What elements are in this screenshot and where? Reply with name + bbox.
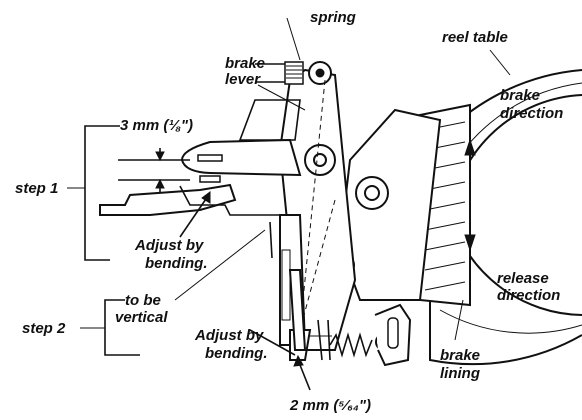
spring-leader [286,17,301,61]
label-brake-lever-1: brake [225,55,265,72]
step1-bracket-line [84,125,120,261]
adjust1-leader [179,195,209,238]
lever-finger [180,99,302,177]
reel-table-leader [489,49,511,76]
label-brake-lining-2: lining [440,365,480,382]
adjust2-leader [249,329,296,356]
label-adjust2-1: Adjust by [194,327,264,344]
tension-spring [329,303,412,367]
label-step1: step 1 [15,180,58,197]
label-reel-table: reel table [442,29,508,46]
brake-lining-leader [454,299,464,341]
label-brake-direction-2: direction [500,105,563,122]
label-gap-step1: 3 mm (⅛") [120,117,193,134]
gap2-arrowhead [293,354,304,367]
label-brake-lever-2: lever [225,71,261,88]
label-brake-lining-1: brake [440,347,480,364]
label-to-be-vertical-1: to be [125,292,161,309]
label-release-direction-2: direction [497,287,560,304]
label-adjust1-2: bending. [145,255,208,272]
label-brake-direction-1: brake [500,87,540,104]
step2-mechanism [279,214,332,361]
step1-bracket [99,175,285,216]
brake-lever-leader [257,84,306,111]
label-adjust1-1: Adjust by [134,237,204,254]
spring-coil [255,61,304,85]
vertical-leader [174,229,266,301]
label-spring: spring [310,9,356,26]
label-release-direction-1: release [497,270,549,287]
direction-arrows [464,138,476,252]
label-gap-step2: 2 mm (⁵⁄₆₄") [289,397,371,414]
label-adjust2-2: bending. [205,345,268,362]
gap-indicator-step1 [118,148,190,192]
adjust1-arrowhead [201,191,211,204]
label-to-be-vertical-2: vertical [115,309,168,326]
vertical-reference-line [269,221,273,259]
label-step2: step 2 [22,320,66,337]
